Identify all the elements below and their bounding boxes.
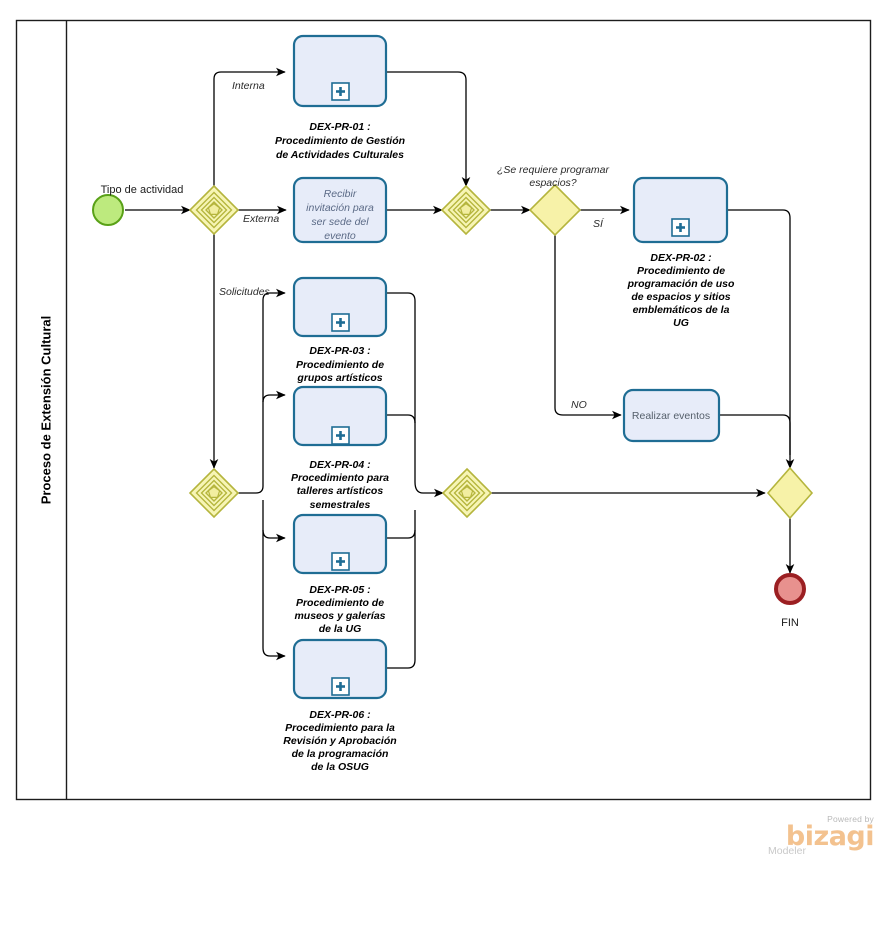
gateway-tipo-actividad[interactable]	[188, 184, 240, 236]
gateway-solicitudes-split[interactable]	[188, 467, 240, 519]
flow-pr03-to-join	[386, 292, 444, 498]
gateway-solicitudes-join[interactable]	[441, 467, 493, 519]
flow-label-solicitudes: Solicitudes	[219, 286, 271, 298]
bizagi-product-text: Modeler	[768, 845, 806, 857]
subprocess-dex-pr-05-label-line-1: DEX-PR-05 :	[309, 584, 370, 596]
flow-no	[554, 235, 622, 420]
subprocess-dex-pr-01[interactable]: DEX-PR-01 : Procedimiento de Gestión de …	[275, 34, 405, 161]
end-event[interactable]: FIN	[774, 573, 806, 629]
flow-labels: Interna Externa Solicitudes SÍ NO	[219, 80, 605, 411]
task-recibir-invitacion-line-4: evento	[324, 230, 356, 242]
subprocess-dex-pr-02-label-line-1: DEX-PR-02 :	[650, 252, 711, 264]
subprocess-dex-pr-02-label-line-6: UG	[673, 317, 689, 329]
gateway-requiere-espacios[interactable]: ¿Se requiere programar espacios?	[497, 164, 610, 237]
subprocess-dex-pr-06-label-line-5: de la OSUG	[311, 761, 369, 773]
subprocess-dex-pr-06-label-line-4: de la programación	[292, 748, 389, 760]
subprocess-dex-pr-04[interactable]: DEX-PR-04 : Procedimiento para talleres …	[291, 385, 389, 511]
gateway-merge-final[interactable]	[766, 466, 814, 520]
pool-title-text: Proceso de Extensión Cultural	[38, 316, 53, 505]
start-event[interactable]: Tipo de actividad	[92, 184, 184, 226]
bizagi-brand-text: bizagi	[785, 821, 875, 852]
task-recibir-invitacion-line-2: invitación para	[306, 202, 374, 214]
subprocess-dex-pr-02-label-line-4: de espacios y sitios	[631, 291, 730, 303]
flow-split-trunk	[238, 288, 286, 494]
subprocess-dex-pr-06-label-line-2: Procedimiento para la	[285, 722, 395, 734]
flow-pr02-to-final	[727, 209, 795, 469]
task-realizar-eventos-line-1: Realizar eventos	[632, 410, 710, 422]
end-event-label: FIN	[781, 617, 799, 629]
flow-realizar-to-final	[719, 414, 791, 455]
subprocess-dex-pr-02[interactable]: DEX-PR-02 : Procedimiento de programació…	[627, 176, 735, 329]
subprocess-dex-pr-01-label-line-2: Procedimiento de Gestión	[275, 135, 405, 147]
task-realizar-eventos[interactable]: Realizar eventos	[622, 388, 721, 443]
bizagi-powered-by-text: Powered by	[827, 814, 874, 824]
subprocess-dex-pr-04-label-line-1: DEX-PR-04 :	[309, 459, 370, 471]
subprocess-dex-pr-02-label-line-3: programación de uso	[627, 278, 735, 290]
flow-split-to-pr05	[262, 529, 286, 543]
subprocess-dex-pr-05[interactable]: DEX-PR-05 : Procedimiento de museos y ga…	[292, 513, 388, 635]
sequence-flows	[125, 67, 795, 669]
gateway-merge-superior[interactable]	[440, 184, 492, 236]
flow-pr06-to-join	[386, 510, 416, 669]
task-recibir-invitacion[interactable]: Recibir invitación para ser sede del eve…	[292, 176, 388, 244]
subprocess-dex-pr-05-label-line-4: de la UG	[319, 623, 362, 635]
subprocess-dex-pr-03-label-line-2: Procedimiento de	[296, 359, 384, 371]
subprocess-dex-pr-03-label-line-1: DEX-PR-03 :	[309, 345, 370, 357]
subprocess-dex-pr-02-label-line-2: Procedimiento de	[637, 265, 725, 277]
task-recibir-invitacion-line-3: ser sede del	[311, 216, 369, 228]
flow-split-to-pr04	[262, 390, 286, 403]
gateway-requiere-espacios-label-line-2: espacios?	[529, 177, 576, 189]
subprocess-dex-pr-06-label-line-3: Revisión y Aprobación	[283, 735, 396, 747]
subprocess-dex-pr-06-label-line-1: DEX-PR-06 :	[309, 709, 370, 721]
subprocess-dex-pr-04-label-line-3: talleres artísticos	[297, 485, 384, 497]
subprocess-dex-pr-03-label-line-3: grupos artísticos	[296, 372, 382, 384]
subprocess-dex-pr-04-label-line-2: Procedimiento para	[291, 472, 389, 484]
subprocess-dex-pr-04-label-line-4: semestrales	[310, 499, 371, 511]
pool-title: Proceso de Extensión Cultural	[38, 316, 53, 505]
subprocess-dex-pr-02-label-line-5: emblemáticos de la	[633, 304, 730, 316]
flow-interna	[213, 67, 286, 186]
flow-pr05-to-join	[386, 529, 416, 539]
gateway-requiere-espacios-label-line-1: ¿Se requiere programar	[497, 164, 610, 176]
subprocess-dex-pr-01-label-line-3: de Actividades Culturales	[276, 149, 404, 161]
flow-label-externa: Externa	[243, 213, 279, 225]
flow-label-interna: Interna	[232, 80, 265, 92]
subprocess-dex-pr-01-label-line-1: DEX-PR-01 :	[309, 121, 370, 133]
flow-pr04-to-join	[386, 414, 416, 424]
flow-label-no: NO	[571, 399, 587, 411]
subprocess-dex-pr-06[interactable]: DEX-PR-06 : Procedimiento para la Revisi…	[283, 638, 397, 773]
start-event-label: Tipo de actividad	[101, 184, 184, 196]
subprocess-dex-pr-05-label-line-2: Procedimiento de	[296, 597, 384, 609]
task-recibir-invitacion-line-1: Recibir	[324, 188, 357, 200]
subprocess-dex-pr-05-label-line-3: museos y galerías	[294, 610, 385, 622]
bizagi-watermark: Powered by bizagi Modeler	[762, 814, 875, 866]
subprocess-dex-pr-03[interactable]: DEX-PR-03 : Procedimiento de grupos artí…	[292, 276, 388, 384]
flow-split-to-pr06	[262, 500, 286, 661]
flow-label-si: SÍ	[593, 217, 605, 230]
flow-pr01-to-merge	[386, 71, 471, 187]
pool-frame	[15, 19, 872, 801]
